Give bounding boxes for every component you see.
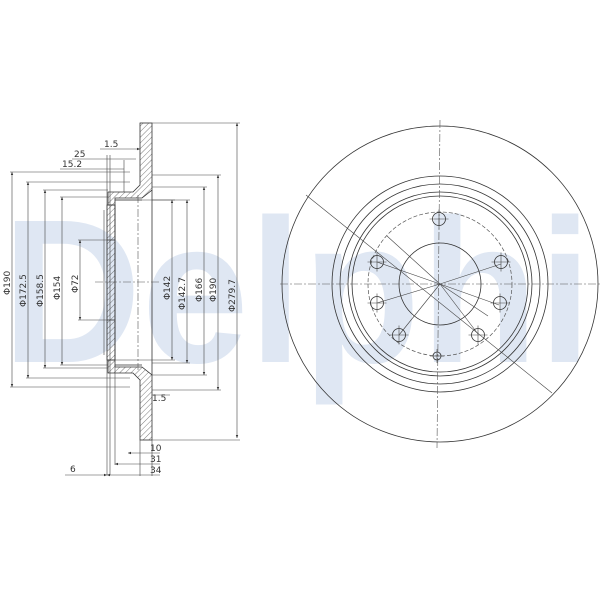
dim-10: 10 — [150, 444, 162, 454]
dim-d154: Φ154 — [53, 275, 63, 300]
front-view — [280, 119, 600, 449]
dim-d279-7: Φ279.7 — [228, 279, 238, 312]
dim-d142-7: Φ142.7 — [178, 277, 188, 310]
disc-rim-section-top — [107, 122, 153, 206]
axial-dimensions: 1.5 25 15.2 1.5 10 31 34 6 — [60, 140, 170, 477]
dim-1-5-top: 1.5 — [104, 140, 118, 150]
dim-d142: Φ142 — [163, 276, 173, 300]
right-dimensions: Φ142 Φ142.7 Φ166 Φ190 Φ279.7 — [115, 123, 239, 438]
dim-d166: Φ166 — [195, 277, 205, 302]
dim-6: 6 — [70, 465, 76, 475]
dim-1-5-bottom: 1.5 — [152, 394, 166, 404]
dim-d158-5: Φ158.5 — [36, 274, 46, 307]
dim-d190-left: Φ190 — [3, 270, 13, 295]
dim-15-2: 15.2 — [62, 160, 82, 170]
side-section-view — [95, 122, 240, 441]
dim-d172-5: Φ172.5 — [19, 274, 29, 307]
dim-31: 31 — [150, 455, 161, 465]
left-dimensions: Φ190 Φ172.5 Φ158.5 Φ154 Φ72 — [3, 171, 130, 388]
dim-34: 34 — [150, 466, 162, 476]
dim-d190-right: Φ190 — [209, 277, 219, 302]
dim-25: 25 — [74, 150, 85, 160]
dim-d72: Φ72 — [71, 274, 81, 293]
hub-face-section — [106, 204, 116, 361]
